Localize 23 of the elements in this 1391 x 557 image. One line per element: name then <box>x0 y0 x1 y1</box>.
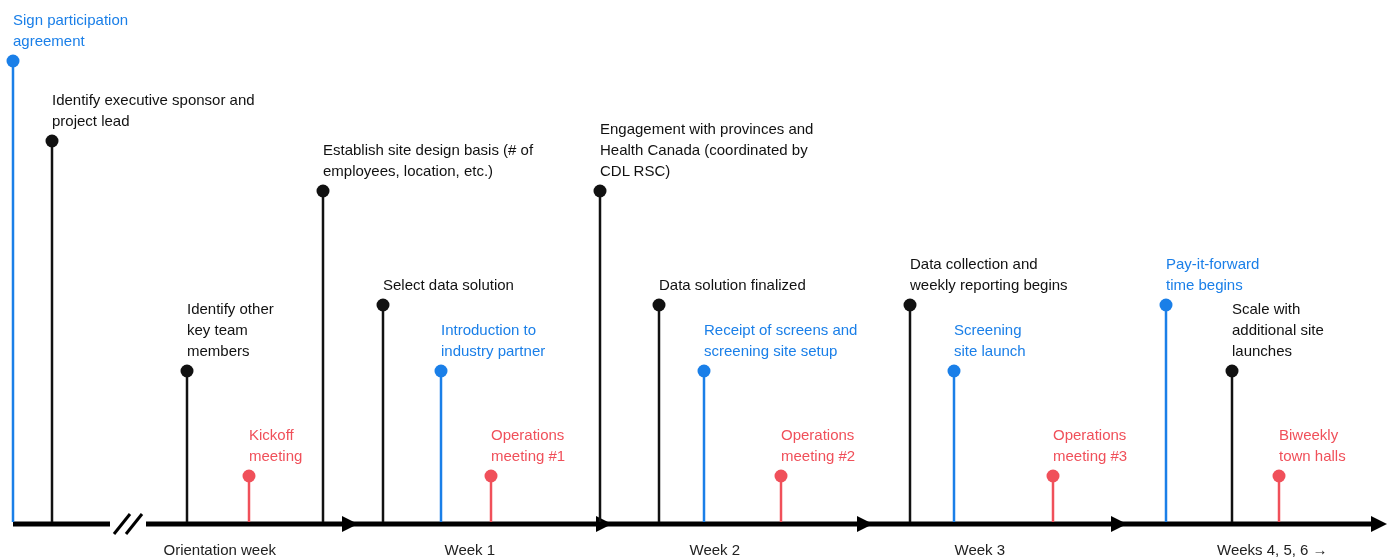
milestone-label: Operations meeting #3 <box>1053 425 1129 466</box>
milestone-label: Biweekly town halls <box>1279 425 1347 466</box>
milestone-label: Screening site launch <box>954 320 1027 361</box>
week-label: Weeks 4, 5, 6 → <box>1217 540 1328 557</box>
milestone-label: Data solution finalized <box>659 275 807 295</box>
week-label: Orientation week <box>163 540 277 557</box>
milestone-label: Identify executive sponsor and project lead <box>52 90 256 131</box>
week-label: Week 3 <box>954 540 1006 557</box>
milestone-label: Operations meeting #2 <box>781 425 857 466</box>
milestone-label: Select data solution <box>383 275 515 295</box>
milestone-label: Identify other key team members <box>187 299 275 361</box>
week-label: Week 2 <box>689 540 741 557</box>
milestone-label: Engagement with provinces and Health Canada (coordinated by CDL RSC) <box>600 119 815 181</box>
week-label: Week 1 <box>444 540 496 557</box>
milestone-label: Data collection and weekly reporting begins <box>910 254 1069 295</box>
milestone-label: Pay-it-forward time begins <box>1166 254 1261 295</box>
milestone-label: Operations meeting #1 <box>491 425 567 466</box>
milestone-label: Receipt of screens and screening site setup <box>704 320 859 361</box>
milestone-label: Scale with additional site launches <box>1232 299 1325 361</box>
milestone-label: Introduction to industry partner <box>441 320 547 361</box>
milestone-label: Kickoff meeting <box>249 425 304 466</box>
milestone-label: Sign participation agreement <box>13 10 130 51</box>
milestone-label: Establish site design basis (# of employees, location, etc.) <box>323 140 535 181</box>
